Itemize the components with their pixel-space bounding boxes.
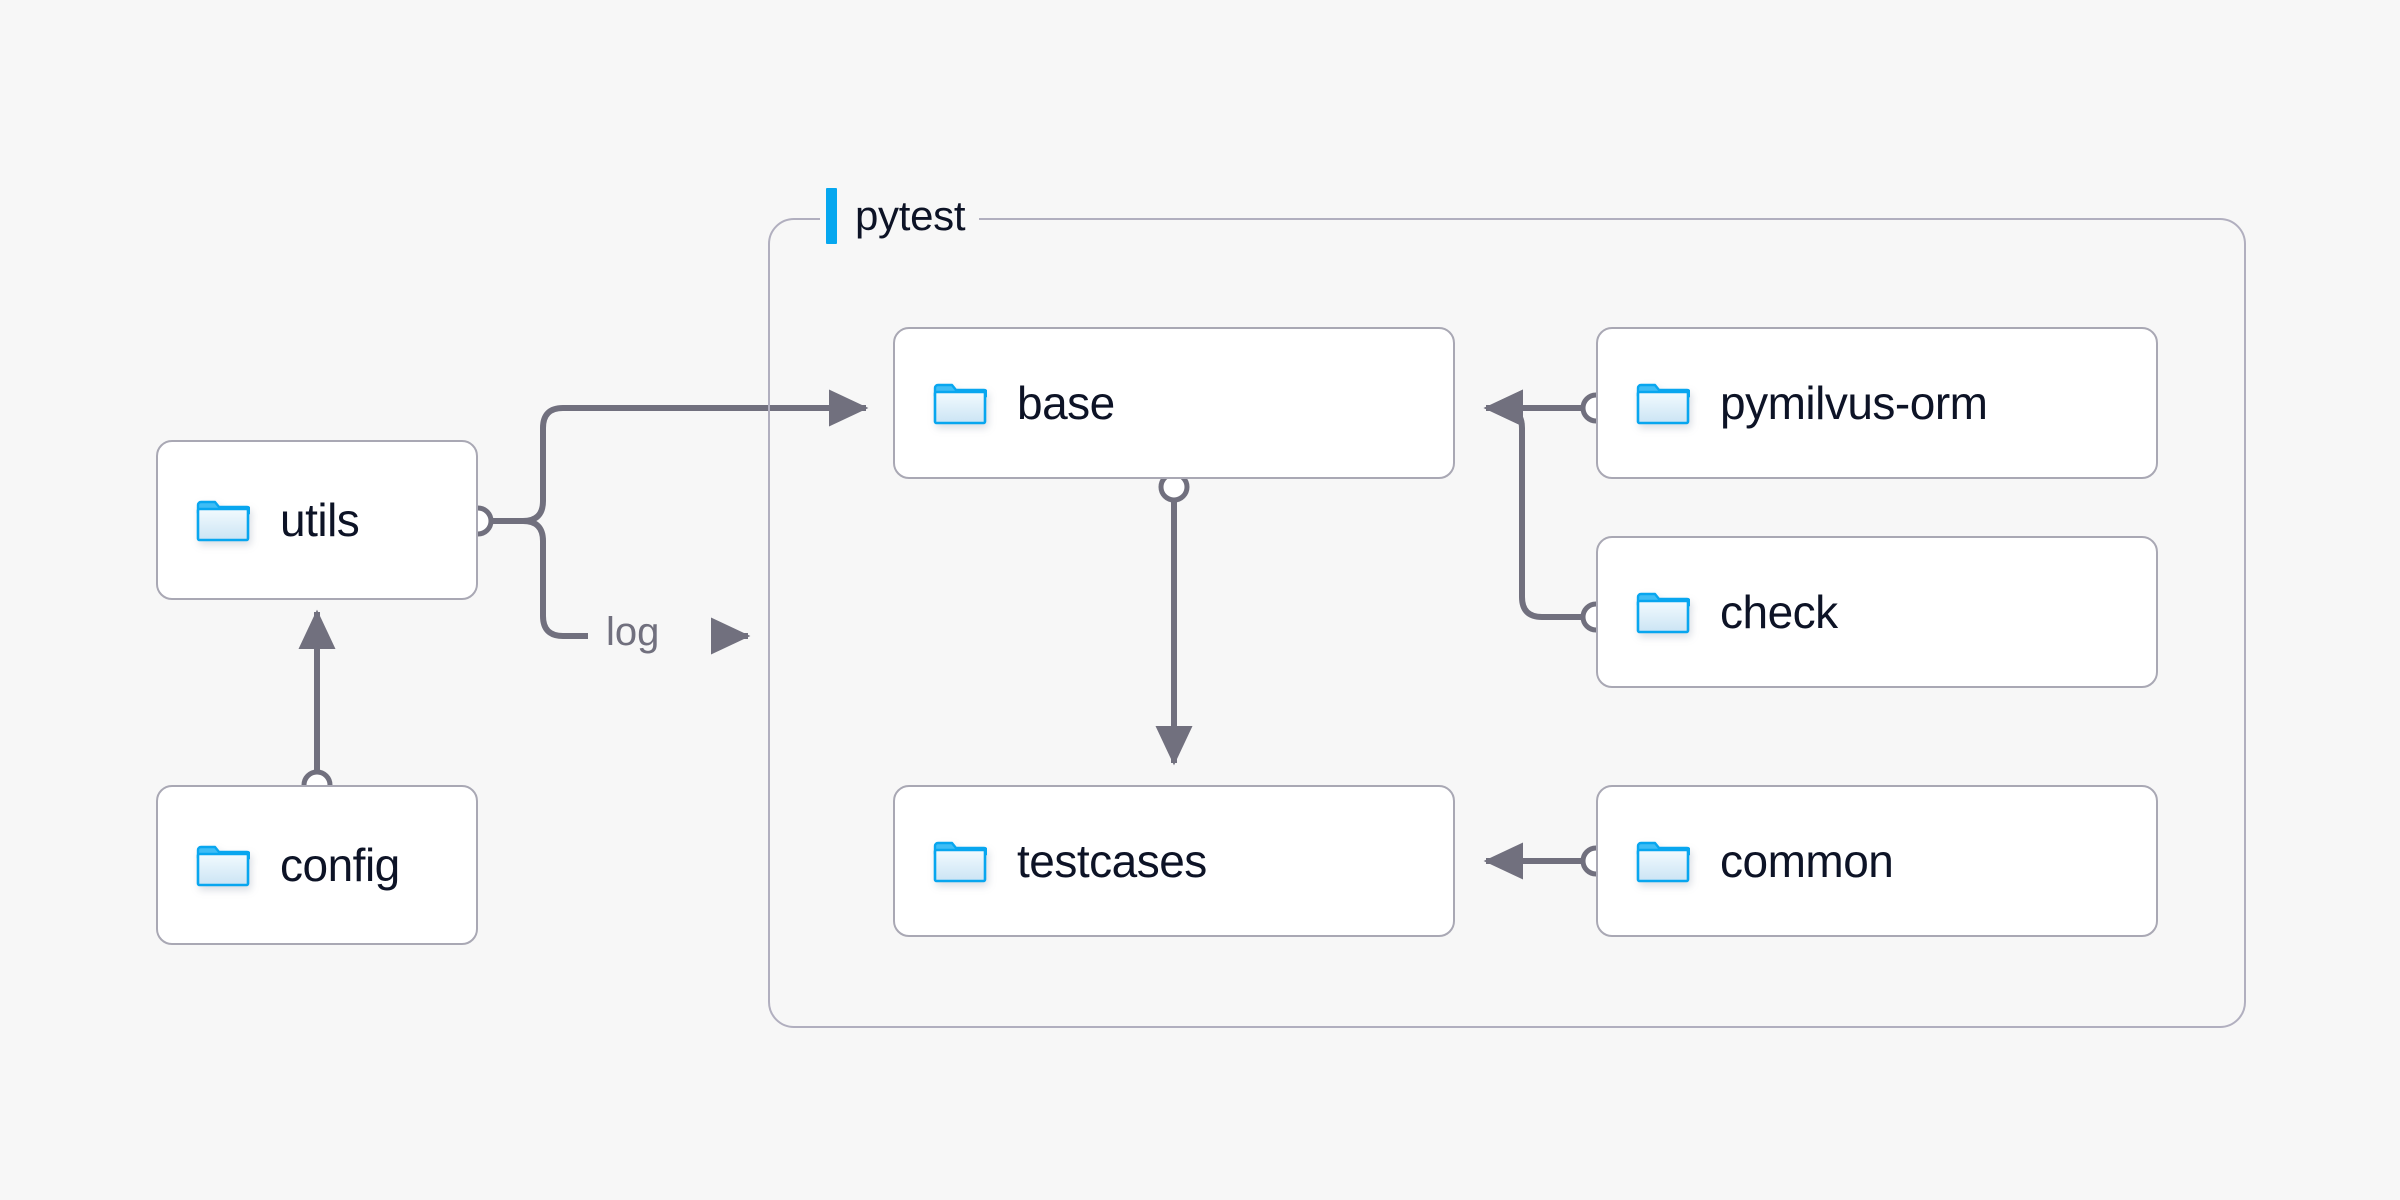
pytest-group-container[interactable] — [768, 218, 2246, 1028]
node-common[interactable]: common — [1596, 785, 2158, 937]
folder-icon — [1636, 383, 1690, 425]
edge-utils-to-log — [492, 518, 588, 639]
node-base[interactable]: base — [893, 327, 1455, 479]
folder-icon — [196, 500, 250, 542]
folder-icon — [933, 841, 987, 883]
folder-icon — [933, 383, 987, 425]
node-testcases[interactable]: testcases — [893, 785, 1455, 937]
node-utils[interactable]: utils — [156, 440, 478, 600]
node-check[interactable]: check — [1596, 536, 2158, 688]
group-title-text: pytest — [855, 192, 966, 239]
folder-icon — [1636, 592, 1690, 634]
node-label: check — [1720, 586, 1838, 638]
node-config[interactable]: config — [156, 785, 478, 945]
pytest-group-label: pytest — [820, 186, 980, 246]
node-label: utils — [280, 494, 360, 546]
node-label: config — [280, 839, 400, 891]
edge-label-log: log — [606, 610, 660, 654]
group-accent-bar — [826, 188, 837, 244]
node-label: testcases — [1017, 835, 1207, 887]
folder-icon — [196, 845, 250, 887]
folder-icon — [1636, 841, 1690, 883]
node-label: common — [1720, 835, 1894, 887]
node-label: pymilvus-orm — [1720, 377, 1988, 429]
node-pymilvus-orm[interactable]: pymilvus-orm — [1596, 327, 2158, 479]
node-label: base — [1017, 377, 1115, 429]
